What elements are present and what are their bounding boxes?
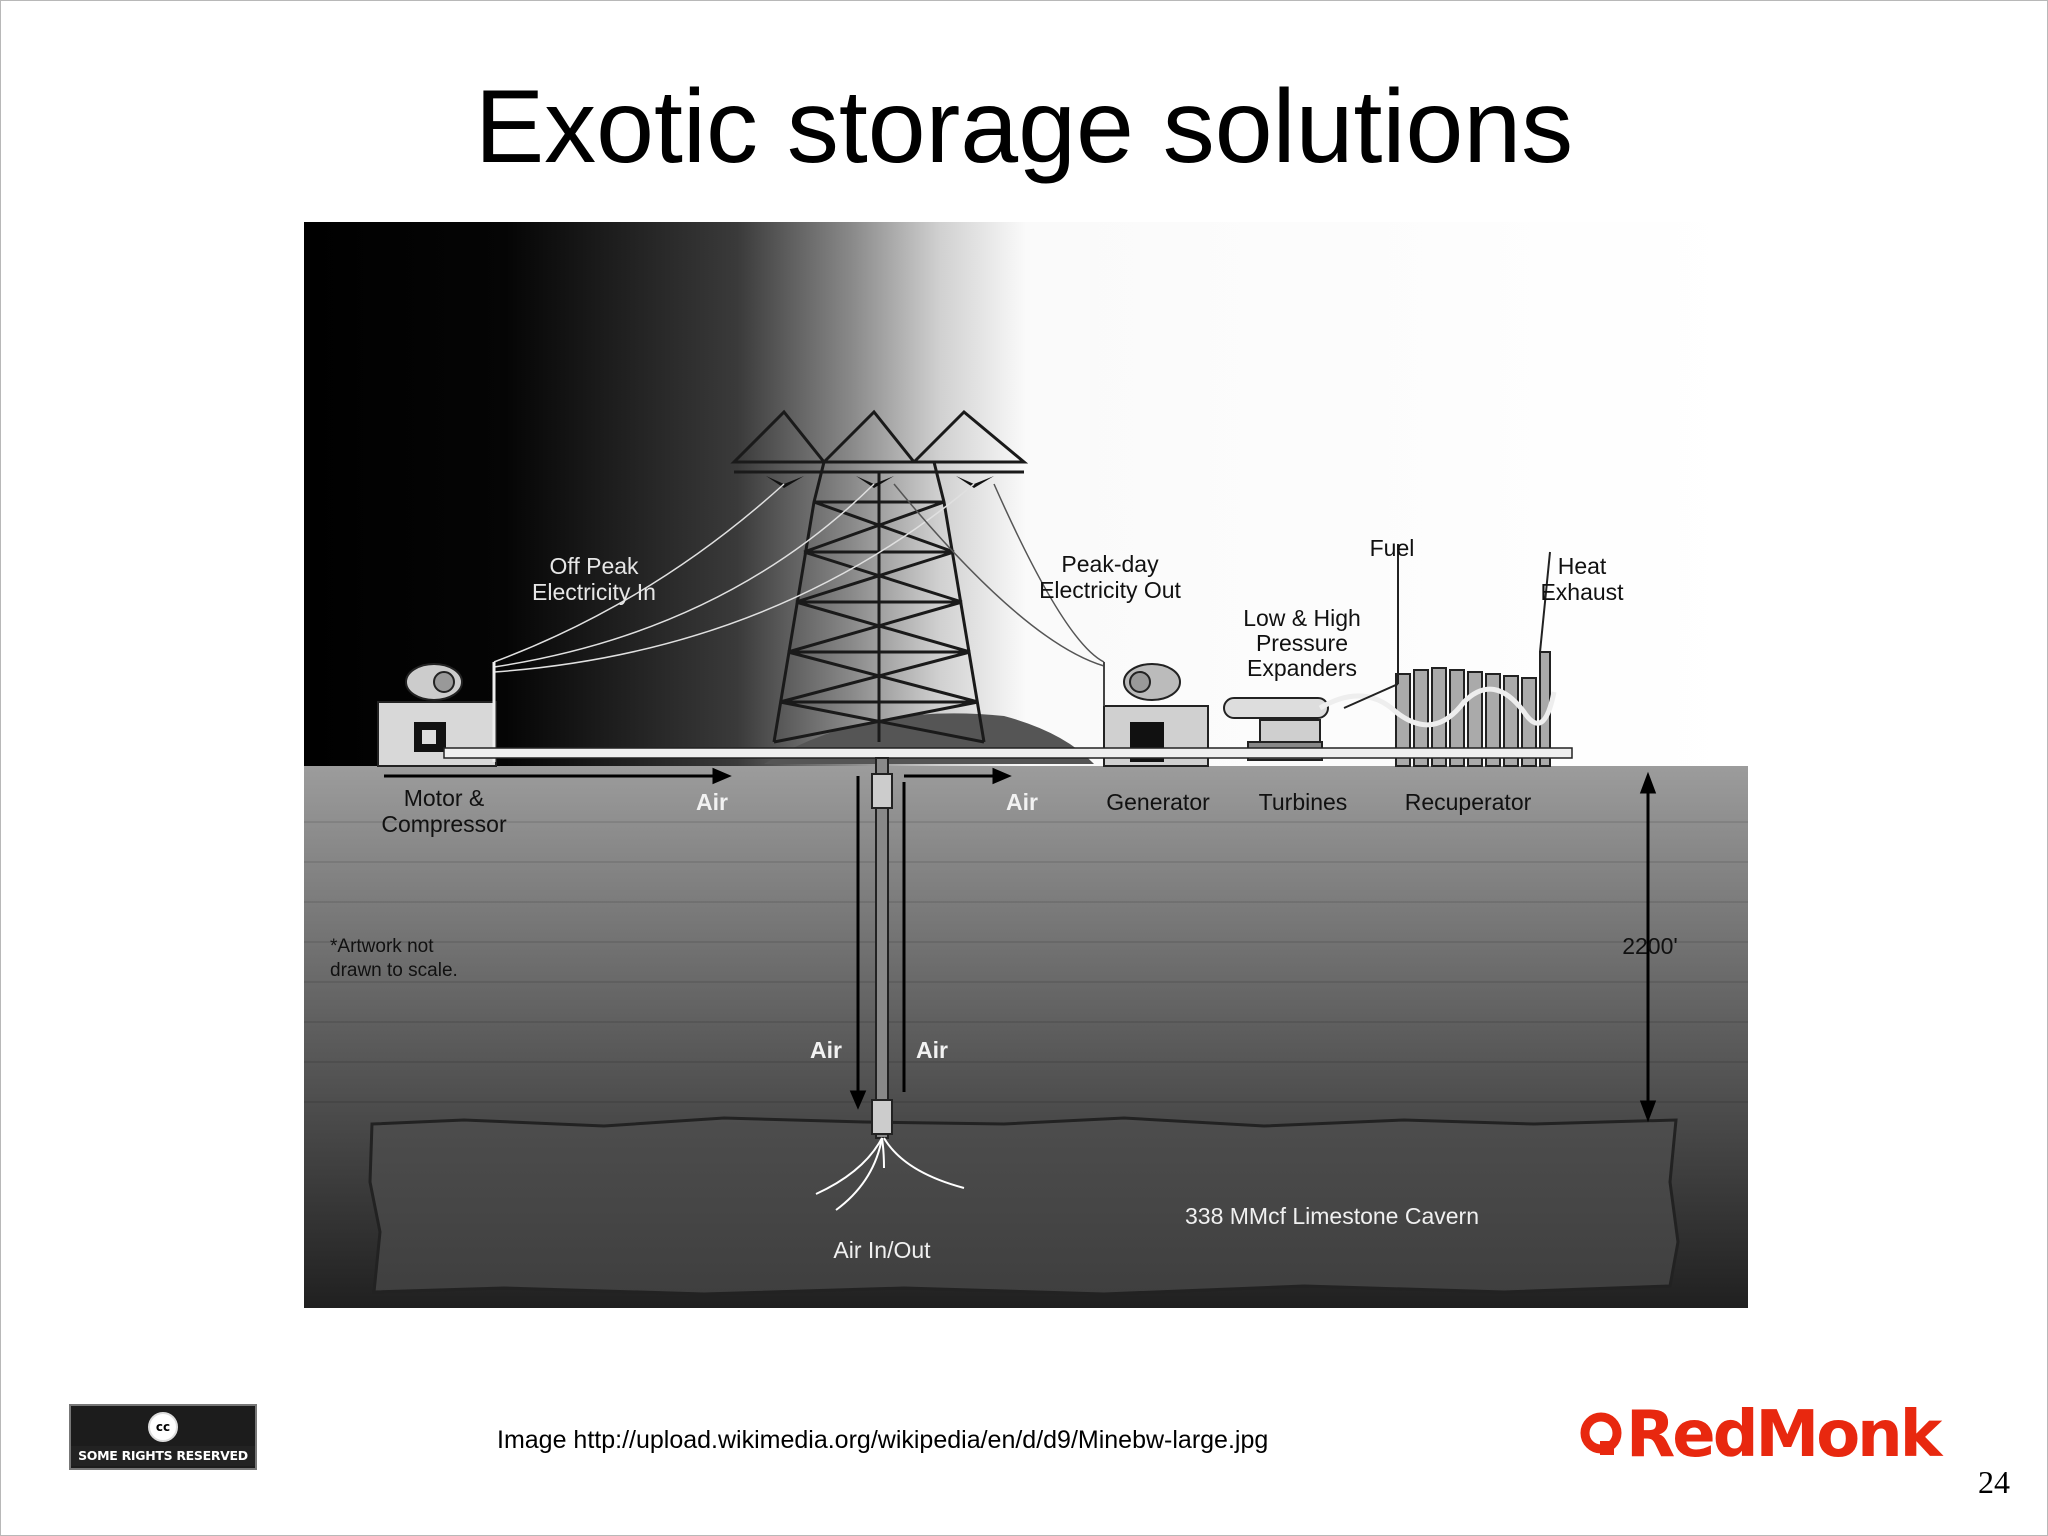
redmonk-logo-text: RedMonk [1626, 1395, 1939, 1475]
label-off-peak-2: Electricity In [532, 579, 656, 605]
label-air-up: Air [916, 1037, 948, 1063]
label-air-right: Air [1006, 789, 1038, 815]
label-cavern: 338 MMcf Limestone Cavern [1185, 1203, 1479, 1229]
limestone-cavern [370, 1118, 1678, 1294]
label-generator: Generator [1106, 789, 1210, 815]
label-peak-day-1: Peak-day [1061, 551, 1159, 577]
label-artwork-note-1: *Artwork not [330, 936, 434, 957]
label-turbines: Turbines [1259, 789, 1348, 815]
label-air-down: Air [810, 1037, 842, 1063]
label-depth: 2200' [1622, 933, 1678, 959]
label-off-peak-1: Off Peak [549, 553, 639, 579]
label-recuperator: Recuperator [1405, 789, 1532, 815]
surface-pipe [444, 748, 1572, 758]
redmonk-logo-icon [1580, 1405, 1622, 1465]
label-peak-day-2: Electricity Out [1039, 577, 1181, 603]
slide-title: Exotic storage solutions [0, 62, 2048, 192]
label-motor-2: Compressor [381, 811, 507, 837]
label-expanders-3: Expanders [1247, 655, 1357, 681]
caes-diagram: Off Peak Electricity In Peak-day Electri… [304, 222, 1748, 1308]
image-source-caption: Image http://upload.wikimedia.org/wikipe… [497, 1426, 1268, 1455]
label-heat-2: Exhaust [1540, 579, 1624, 605]
label-expanders-1: Low & High [1243, 605, 1361, 631]
cc-icon: cc [148, 1412, 178, 1442]
label-expanders-2: Pressure [1256, 630, 1348, 656]
label-fuel: Fuel [1370, 535, 1415, 561]
redmonk-logo: RedMonk [1580, 1395, 1939, 1475]
label-air-in-out: Air In/Out [833, 1237, 931, 1263]
well-shaft [876, 758, 888, 1138]
label-artwork-note-2: drawn to scale. [330, 960, 458, 981]
label-heat-1: Heat [1558, 553, 1607, 579]
label-air-left: Air [696, 789, 728, 815]
page-number: 24 [1978, 1464, 2010, 1501]
cc-badge-text: SOME RIGHTS RESERVED [71, 1446, 255, 1466]
creative-commons-badge[interactable]: cc SOME RIGHTS RESERVED [69, 1404, 257, 1470]
label-motor-1: Motor & [404, 785, 485, 811]
